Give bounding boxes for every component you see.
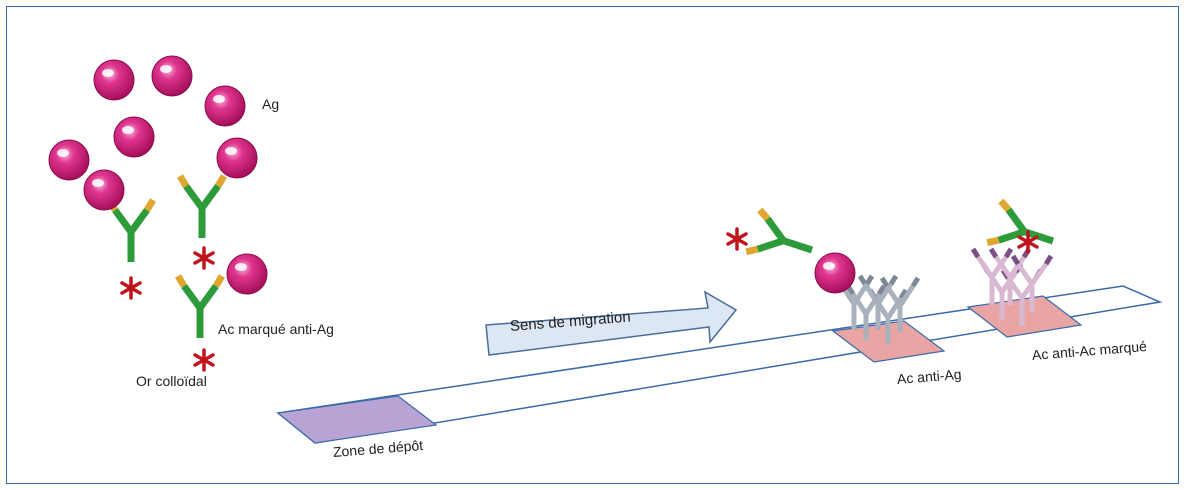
migration-arrow bbox=[485, 290, 738, 356]
labeled-antibody-1 bbox=[83, 169, 153, 300]
deposit-zone bbox=[276, 395, 438, 444]
antigen-particles bbox=[48, 55, 246, 181]
figure-frame bbox=[6, 6, 1179, 484]
captured-labeled-antibody bbox=[987, 201, 1060, 262]
labeled-antibody-3 bbox=[178, 253, 268, 372]
label-gold: Or colloïdal bbox=[136, 373, 207, 389]
captured-complex bbox=[726, 210, 856, 294]
labeled-antibody-2 bbox=[180, 137, 258, 270]
label-antigen: Ag bbox=[262, 96, 280, 112]
label-labeled-antibody: Ac marqué anti-Ag bbox=[218, 321, 334, 337]
